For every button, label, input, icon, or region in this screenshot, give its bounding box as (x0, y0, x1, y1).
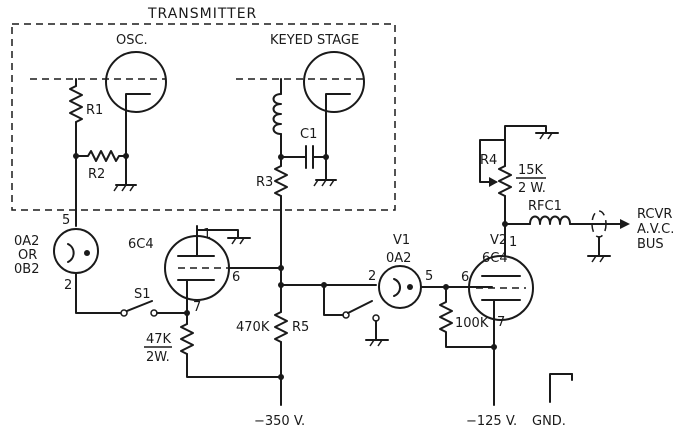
rfc1-choke (529, 215, 571, 225)
r3-label: R3 (256, 175, 273, 190)
r470k-value: 470K (236, 320, 270, 335)
s1-to-cathode-wire (156, 304, 188, 314)
supply-neg125: −125 V. (466, 414, 517, 429)
pin-5-label: 5 (62, 213, 70, 228)
s1-label: S1 (134, 287, 151, 302)
r15k-value: 15K (518, 163, 544, 178)
left-6c4-label: 6C4 (128, 237, 154, 252)
r4-resistor (498, 165, 512, 197)
v2-pin-6: 6 (461, 270, 469, 285)
v1-pin-2: 2 (368, 269, 376, 284)
osc-cathode-wire (125, 93, 151, 186)
junction (491, 344, 497, 350)
junction (278, 374, 284, 380)
rcvr-label-2: A.V.C. (637, 222, 674, 237)
regulator-cathode (67, 243, 75, 263)
supply-neg350: −350 V. (254, 414, 305, 429)
regulator-type-2: 0B2 (14, 262, 39, 277)
s1-switch[interactable] (126, 300, 153, 312)
junction (123, 153, 129, 159)
r47k-wattage: 2W. (146, 350, 170, 365)
junction (184, 310, 190, 316)
transmitter-title: TRANSMITTER (147, 6, 257, 22)
r1-label: R1 (86, 103, 103, 118)
left-6c4-gnd-wire (196, 229, 239, 239)
r100k-value: 100K (455, 316, 489, 331)
left-6c4-pin-1: 1 (203, 227, 211, 242)
r47k-resistor (180, 323, 194, 355)
r47k-value: 47K (146, 332, 172, 347)
key-wire (323, 284, 344, 316)
r47k-to-supply-wire (186, 353, 282, 378)
r3-resistor (274, 165, 288, 197)
regulator-type-or: OR (18, 248, 37, 263)
v1-pin-5: 5 (425, 269, 433, 284)
r4-wiper-arrow (489, 177, 498, 187)
r15k-wattage: 2 W. (518, 181, 546, 196)
r4-wiper-wire (479, 139, 506, 183)
r2-resistor (75, 150, 127, 162)
v1-type: 0A2 (386, 251, 411, 266)
r5-label: R5 (292, 320, 309, 335)
key-switch[interactable] (347, 300, 373, 314)
output-arrow (620, 219, 630, 229)
r2-label: R2 (88, 167, 105, 182)
rcvr-label-1: RCVR (637, 207, 672, 222)
pin-2-label: 2 (64, 278, 72, 293)
r4-top-wire (504, 125, 547, 167)
grid-choke-coil (272, 93, 282, 135)
ground-icon (535, 132, 559, 140)
keyed-stage-label: KEYED STAGE (270, 33, 359, 48)
junction (323, 154, 329, 160)
transmitter-box (11, 23, 396, 211)
s1-contact-a (120, 309, 128, 317)
regulator-anode-dot (84, 250, 90, 256)
v2-pin-1: 1 (509, 235, 517, 250)
v1-cathode (393, 278, 401, 297)
v2-label: V2 (490, 233, 507, 248)
gnd-reference-wire (549, 373, 573, 403)
r1-resistor (69, 85, 83, 123)
ground-icon (365, 339, 389, 347)
r4-label: R4 (480, 153, 497, 168)
ground-icon (113, 184, 137, 192)
gnd-label: GND. (532, 414, 566, 429)
keyed-cathode-wire (325, 93, 351, 181)
regulator-to-s1-wire (75, 272, 121, 314)
left-6c4-pin-7: 7 (193, 300, 201, 315)
regulator-tube (53, 228, 99, 274)
c1-label: C1 (300, 127, 317, 142)
osc-tube (105, 51, 167, 113)
ground-icon (313, 179, 337, 187)
osc-label: OSC. (116, 33, 148, 48)
ground-icon (227, 237, 251, 245)
key-contact-a (342, 311, 350, 319)
keyed-stage-tube (303, 51, 365, 113)
ground-icon (587, 255, 611, 263)
v2-tube (468, 255, 534, 321)
v1-anode-dot (407, 284, 413, 290)
regulator-type-1: 0A2 (14, 234, 39, 249)
v2-type: 6C4 (482, 251, 508, 266)
left-6c4-pin-6: 6 (232, 270, 240, 285)
rfc1-label: RFC1 (528, 199, 562, 214)
r5-resistor (274, 311, 288, 343)
junction (278, 265, 284, 271)
v1-label: V1 (393, 233, 410, 248)
r100k-resistor (439, 286, 495, 348)
rcvr-label-3: BUS (637, 237, 664, 252)
v2-pin-7: 7 (497, 315, 505, 330)
